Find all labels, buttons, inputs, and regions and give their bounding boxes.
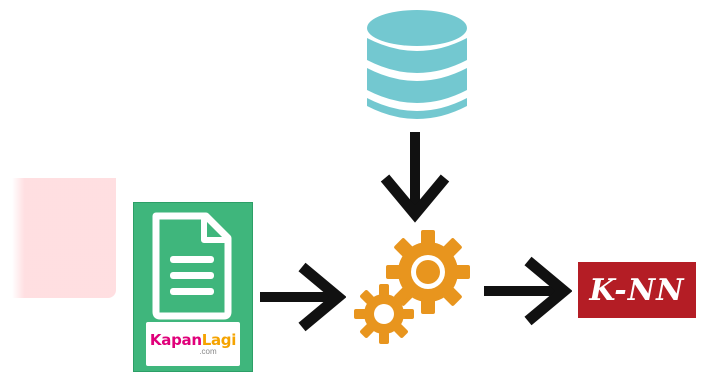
brand-accent-text: Lagi — [201, 330, 237, 349]
knn-output-box: K-NN — [578, 262, 696, 318]
brand-domain-text: .com — [199, 346, 217, 356]
brand-label: KapanLagi .com — [146, 322, 240, 366]
brand-logo-text: KapanLagi — [149, 330, 237, 349]
arrow-right-icon — [484, 256, 572, 326]
arrow-down-icon — [380, 132, 450, 223]
decorative-pink-shape — [12, 178, 116, 298]
knn-label: K-NN — [589, 272, 685, 308]
document-icon — [152, 212, 232, 320]
brand-main-text: Kapan — [149, 330, 202, 349]
database-icon — [367, 10, 467, 119]
gears-icon — [354, 230, 470, 344]
arrow-right-icon — [260, 262, 346, 332]
